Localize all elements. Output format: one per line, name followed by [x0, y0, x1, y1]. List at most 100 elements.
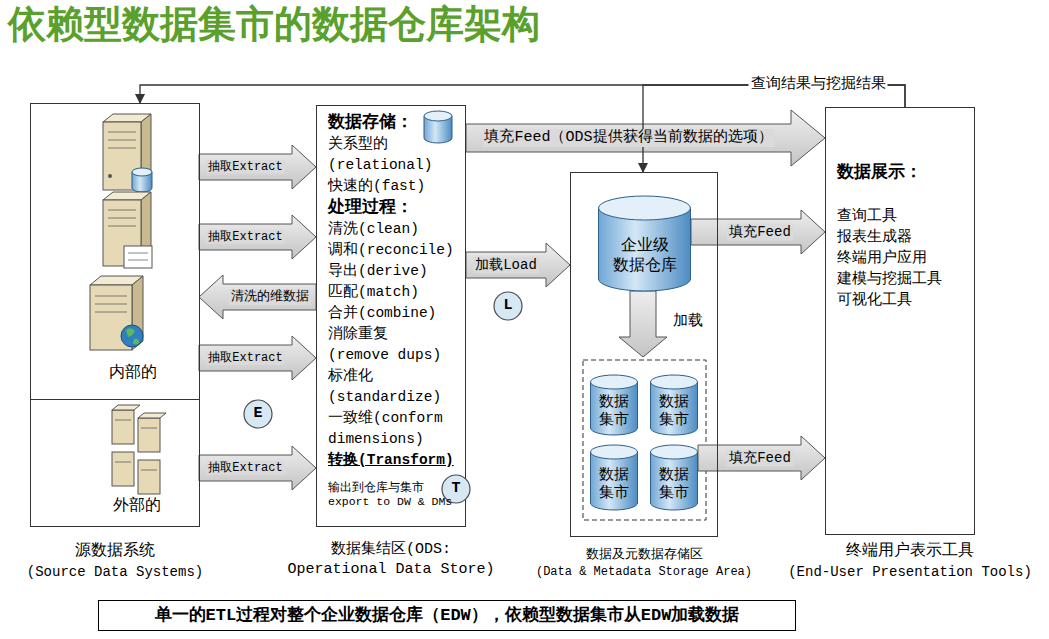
output-note: 输出到仓库与集市 export to DW & DMs — [328, 481, 454, 509]
staging-ods-box: 数据存储：关系型的 (relational)快速的(fast)处理过程：清洗(c… — [316, 105, 466, 527]
edge-label: 抽取Extract — [206, 160, 284, 174]
box-title: (Source Data Systems) — [5, 562, 225, 582]
database-top — [424, 111, 452, 121]
cylinder-label: 数据 集市 — [598, 394, 630, 430]
server-slot — [108, 132, 136, 133]
callout-letter: L — [493, 291, 523, 321]
box-title: 数据及元数据存储区 — [524, 546, 764, 564]
block-arrow — [466, 243, 570, 287]
box-title: 源数据系统 — [5, 540, 225, 562]
list-item: 消除重复 (remove dups) — [328, 324, 454, 366]
cylinder-body — [591, 382, 638, 435]
data-mart-cylinder: 数据 集市 — [650, 375, 698, 435]
document-icon — [124, 246, 152, 268]
source-systems-box: 源数据系统(Source Data Systems)内部的外部的 — [30, 103, 200, 527]
cylinder-body — [651, 382, 698, 435]
list-item: 清洗(clean) — [328, 219, 454, 240]
list-item: 合并(combine) — [328, 303, 454, 324]
server-icon — [90, 276, 143, 350]
cylinder-top — [651, 445, 698, 459]
list-item: 报表生成器 — [837, 227, 966, 248]
server-slot — [108, 148, 136, 149]
server-unit — [138, 418, 160, 452]
list-item: 一致维(conform dimensions) — [328, 408, 454, 450]
area-label: 外部的 — [113, 496, 161, 516]
list-item: 终端用户应用 — [837, 248, 966, 269]
box-title-block: 数据及元数据存储区(Data & Metadata Storage Area) — [524, 546, 764, 580]
cylinder-top — [651, 375, 698, 389]
list-item: 标准化 (standardize) — [328, 366, 454, 408]
server-slot — [141, 428, 157, 429]
storage-area-box: 数据及元数据存储区(Data & Metadata Storage Area)企… — [570, 172, 718, 537]
list-item: 匹配(match) — [328, 282, 454, 303]
server-slot — [115, 420, 131, 421]
list-item: 关系型的 (relational) — [328, 134, 454, 176]
server-unit — [138, 460, 160, 494]
callout-circle — [494, 292, 522, 320]
block-arrow — [199, 336, 316, 380]
globe-land — [126, 328, 139, 344]
server-icon — [103, 192, 152, 268]
server-unit — [112, 452, 134, 486]
area-label: 内部的 — [109, 363, 157, 383]
document-line — [128, 260, 148, 261]
block-arrow — [199, 215, 316, 259]
callout-letter-text: L — [503, 297, 512, 315]
list-item: 调和(reconcile) — [328, 240, 454, 261]
callout-letter: E — [243, 399, 273, 429]
edge-label: 抽取Extract — [206, 230, 284, 244]
server-led — [108, 174, 112, 178]
box-title: (Data & Metadata Storage Area) — [524, 564, 764, 580]
globe-icon — [121, 325, 143, 347]
cylinder-label: 数据 集市 — [598, 467, 630, 503]
box-title-block: 数据集结区(ODS: Operational Data Store) — [283, 540, 499, 580]
internal-area: 内部的 — [31, 104, 199, 399]
block-arrow — [199, 275, 316, 319]
cylinder-body — [591, 452, 638, 510]
edge-label: 查询结果与挖掘结果 — [749, 76, 888, 94]
server-top — [138, 413, 166, 418]
server-unit — [112, 410, 134, 444]
cylinder-label: 数据 集市 — [658, 467, 690, 503]
document-line — [128, 253, 148, 254]
block-arrow — [619, 291, 667, 357]
edge-label: 加载 — [671, 313, 705, 331]
external-area: 外部的 — [31, 399, 199, 526]
data-mart-cylinder: 数据 集市 — [650, 445, 698, 510]
edge-label: 填充Feed（ODS提供获得当前数据的选项） — [482, 129, 774, 147]
callout-letter-text: T — [451, 480, 460, 498]
data-mart-cylinder: 数据 集市 — [590, 445, 638, 510]
data-mart-cylinder: 数据 集市 — [590, 375, 638, 435]
cylinder-label: 企业级 数据仓库 — [612, 236, 678, 276]
server-slot — [95, 312, 127, 313]
cylinder-top — [591, 375, 638, 389]
server-slot — [108, 226, 136, 227]
server-slot — [95, 296, 127, 297]
box-title-block: 源数据系统(Source Data Systems) — [5, 540, 225, 582]
callout-circle — [442, 475, 470, 503]
callout-letter-text: E — [253, 405, 262, 423]
box-title-block: 终端用户表示工具(End-User Presentation Tools) — [765, 540, 1049, 582]
server-slot — [108, 218, 136, 219]
presentation-tools-box: 数据展示：查询工具报表生成器终端用户应用建模与挖掘工具可视化工具终端用户表示工具… — [825, 107, 975, 535]
block-arrow — [466, 110, 825, 166]
database-icon-top — [132, 168, 152, 176]
server-slot — [108, 140, 136, 141]
edge-label: 填充Feed — [727, 450, 793, 467]
edge-label: 抽取Extract — [206, 461, 284, 475]
list-item: 转换(Transform) — [328, 450, 454, 471]
cylinder-label: 数据 集市 — [658, 394, 690, 430]
list-item: 可视化工具 — [837, 290, 966, 311]
edw-cylinder: 企业级 数据仓库 — [598, 196, 691, 291]
database-icon — [424, 111, 452, 143]
server-slot — [95, 304, 127, 305]
box-title: 终端用户表示工具 — [765, 540, 1049, 562]
cylinder-top — [599, 196, 691, 220]
list-item: 查询工具 — [837, 206, 966, 227]
edge-label: 抽取Extract — [206, 351, 284, 365]
server-stack-icon — [112, 405, 166, 494]
list-item: 快速的(fast) — [328, 176, 454, 197]
list-item: 导出(derive) — [328, 261, 454, 282]
